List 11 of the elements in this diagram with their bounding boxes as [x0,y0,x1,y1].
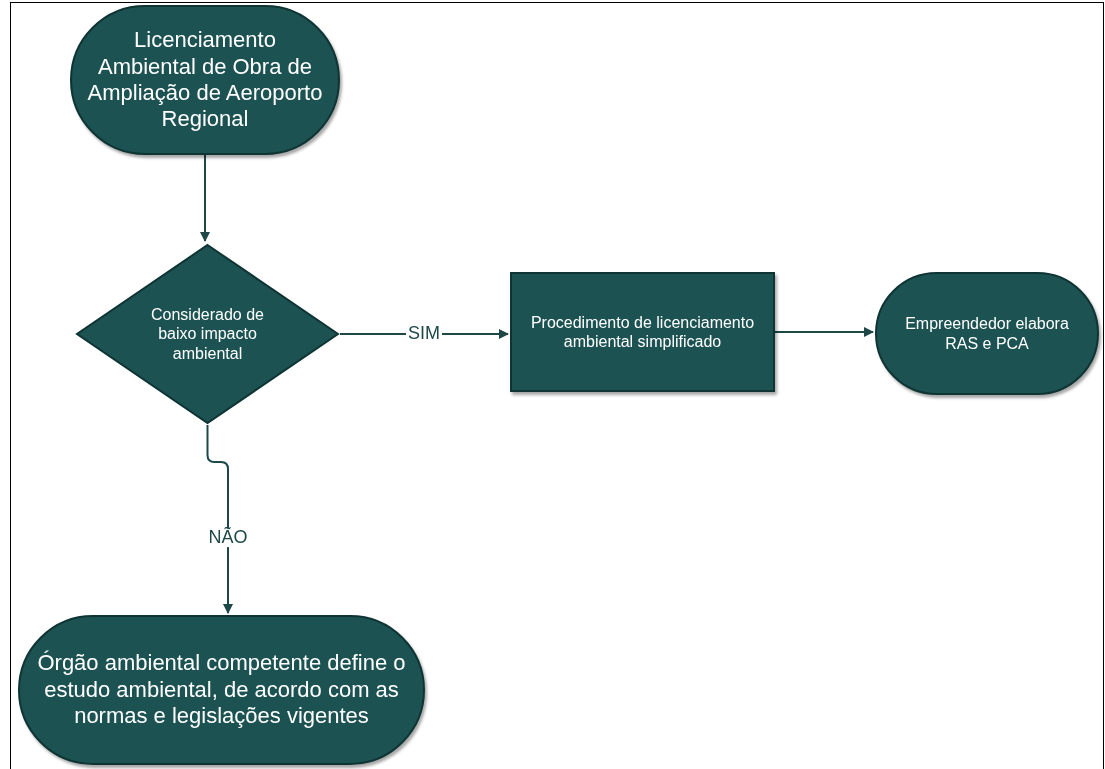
decision-diamond [75,243,340,425]
process-box [510,272,775,392]
node-text: Órgão ambiental competente define o estudo ambiental, de acordo com as normas e legislações vigentes [36,650,407,730]
arrow [206,424,233,614]
edge-label: NÃO [206,527,250,548]
node-text: Licenciamento Ambiental de Obra de Ampliação de Aeroporto Regional [86,27,324,133]
node-text: Empreendedor elabora RAS e PCA [904,314,1070,353]
arrow [774,327,874,337]
node-text: Procedimento de licenciamento ambiental simplificado [529,312,756,352]
node-text: Considerado de baixo impacto ambiental [150,305,265,363]
arrow [200,154,210,242]
